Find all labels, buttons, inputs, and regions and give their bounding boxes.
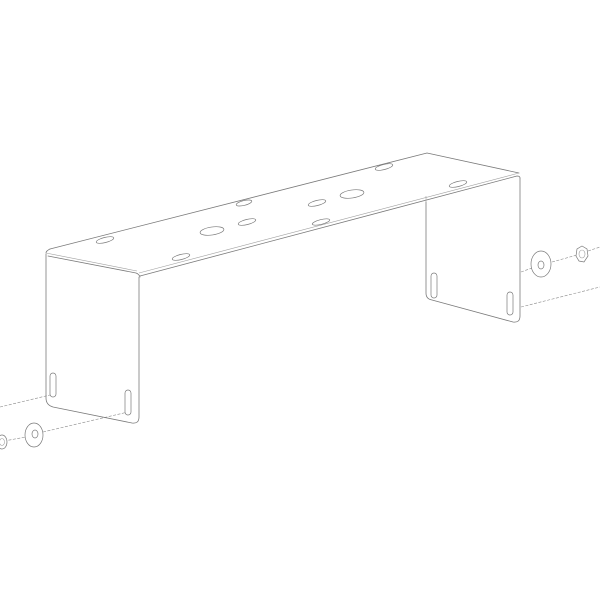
top-slot-hole [448,180,468,188]
slot-left-leg-1 [49,372,57,398]
left-fasteners [0,422,44,450]
bend-line-left [45,252,138,272]
axis-line-right-end [587,246,600,252]
axis-line-left-upper [0,394,51,408]
left-leg-outline [45,253,140,424]
top-slot-hole [311,218,331,226]
axis-line-left-lower [42,411,129,433]
top-round-hole [199,226,225,236]
top-plate-back-edge [49,152,520,250]
axis-line-nut-washer-left [3,436,27,442]
top-slot-hole [237,218,257,226]
washer-hole [537,260,545,270]
top-slot-hole [95,236,115,244]
axis-line-right-lower [520,286,600,308]
right-fasteners [530,245,589,278]
bend-line-front [138,172,520,274]
slot-right-leg-2 [506,291,514,316]
right-leg-outline [425,177,521,323]
slot-left-leg-2 [124,389,132,416]
u-bracket [45,152,521,424]
nut-left [0,434,8,450]
washer-hole [31,429,39,439]
top-slot-hole [235,199,253,207]
nut-hole [578,249,586,259]
slot-right-leg-1 [430,272,438,299]
nut-right [575,245,589,263]
top-plate-corner [45,248,51,254]
top-slot-hole [307,199,327,207]
top-slot-hole [171,253,191,261]
top-round-hole [339,189,365,199]
axis-line-washer-nut-right [551,254,578,263]
top-plate-front-edge [139,175,521,277]
top-slot-hole [374,163,394,171]
nut-hole [0,438,5,446]
assembly-axis-lines [0,246,600,442]
axis-line-right-upper [520,267,533,273]
top-plate-front-left-edge [47,255,141,278]
